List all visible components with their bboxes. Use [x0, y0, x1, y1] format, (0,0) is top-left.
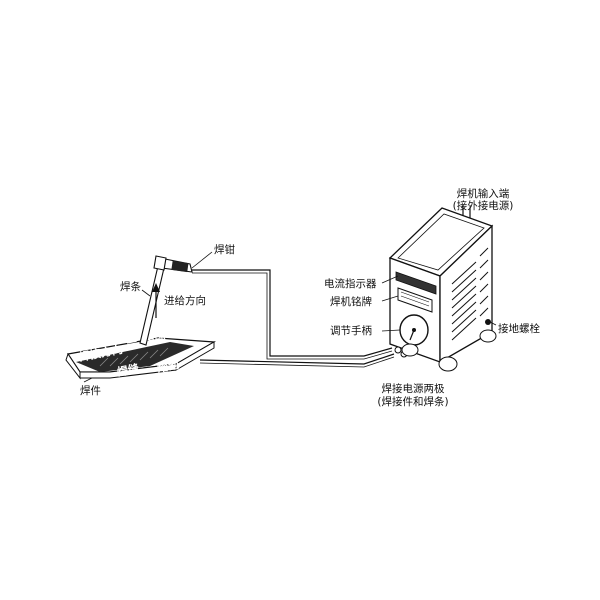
input-terminal-label: 焊机输入端	[457, 187, 510, 200]
svg-text:—: —	[125, 334, 138, 349]
adjust-handle-label: 调节手柄	[330, 324, 372, 337]
output-poles-label: 焊接电源两极	[382, 382, 445, 395]
electrode-holder	[153, 251, 213, 273]
input-terminal-note: (接外接电源)	[453, 199, 514, 212]
output-poles-note: (焊接件和焊条)	[377, 395, 448, 408]
ground-bolt-label: 接地螺栓	[498, 322, 540, 335]
workpiece-label: 焊件	[80, 385, 101, 397]
weld-seam-label: 焊缝	[116, 361, 140, 379]
workpiece-cable	[199, 353, 395, 368]
electrode-holder-label: 焊钳	[214, 243, 235, 256]
welding-machine	[388, 205, 497, 372]
feed-direction-label: 进给方向	[164, 294, 206, 307]
workpiece-plate	[65, 337, 216, 380]
holder-cable	[192, 269, 393, 360]
current-indicator-label: 电流指示器	[324, 277, 377, 290]
nameplate-label: 焊机铭牌	[330, 295, 372, 308]
feed-direction-arrow	[152, 283, 160, 318]
electrode-label: 焊条	[120, 280, 141, 293]
molten-pool-label: 熔池	[156, 357, 180, 375]
